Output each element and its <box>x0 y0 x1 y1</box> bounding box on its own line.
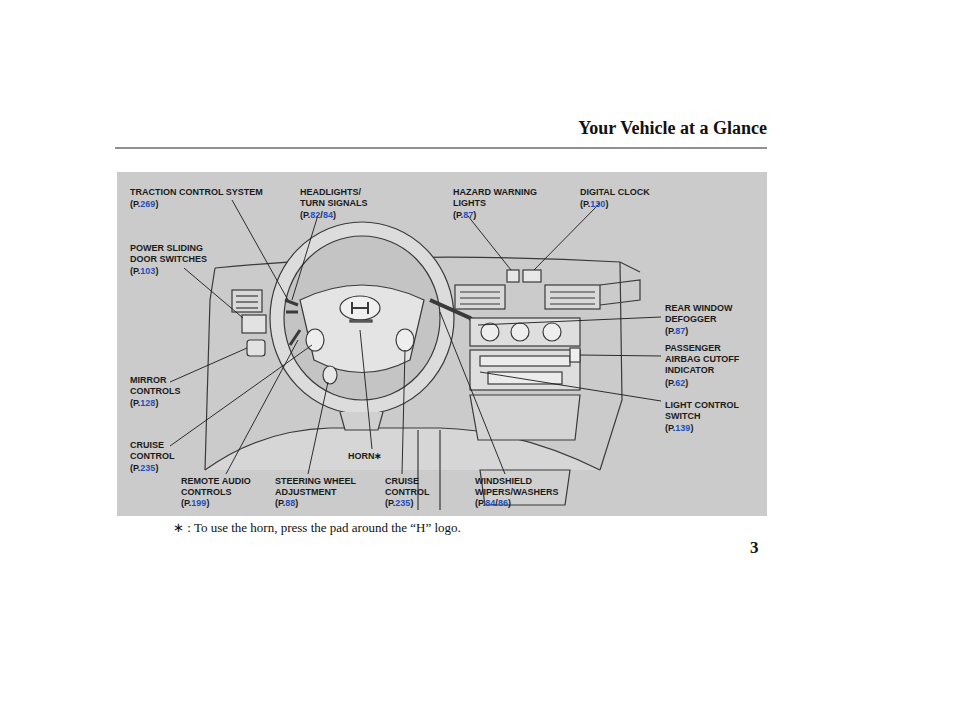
page-reference: (P.62) <box>665 378 688 389</box>
callout-label: TRACTION CONTROL SYSTEM <box>130 187 263 198</box>
callout-label: CRUISE CONTROL <box>385 476 447 498</box>
callout-label: STEERING WHEEL ADJUSTMENT <box>275 476 371 498</box>
callout-label: CRUISE CONTROL <box>130 440 192 462</box>
callout-label: MIRROR CONTROLS <box>130 375 192 397</box>
callout-label: REAR WINDOW DEFOGGER <box>665 303 747 325</box>
page-reference: (P.84/86) <box>475 498 511 509</box>
page-number: 3 <box>750 538 759 558</box>
footnote: ∗ : To use the horn, press the pad aroun… <box>173 520 461 536</box>
dashboard-drawing <box>205 222 640 510</box>
header-rule <box>115 148 767 149</box>
panel-ground <box>117 172 767 516</box>
page-reference: (P.199) <box>181 498 209 509</box>
callout-label: HORN∗ <box>348 451 383 462</box>
page-reference: (P.235) <box>130 463 158 474</box>
page-reference: (P.130) <box>580 199 608 210</box>
page-header: Your Vehicle at a Glance <box>578 118 767 139</box>
page-reference: (P.87) <box>453 210 476 221</box>
page-reference: (P.82/84) <box>300 210 336 221</box>
callout-label: DIGITAL CLOCK <box>580 187 650 198</box>
page-reference: (P.87) <box>665 326 688 337</box>
callout-label: PASSENGER AIRBAG CUTOFF INDICATOR <box>665 343 755 376</box>
callout-label: HAZARD WARNING LIGHTS <box>453 187 549 209</box>
page-reference: (P.88) <box>275 498 298 509</box>
page-reference: (P.235) <box>385 498 413 509</box>
callout-label: REMOTE AUDIO CONTROLS <box>181 476 265 498</box>
page-reference: (P.128) <box>130 398 158 409</box>
callout-label: HEADLIGHTS/ TURN SIGNALS <box>300 187 382 209</box>
leader-lines <box>170 200 661 474</box>
callout-label: LIGHT CONTROL SWITCH <box>665 400 755 422</box>
callout-label: POWER SLIDING DOOR SWITCHES <box>130 243 222 265</box>
page-reference: (P.103) <box>130 266 158 277</box>
page-reference: (P.269) <box>130 199 158 210</box>
callout-label: WINDSHIELD WIPERS/WASHERS <box>475 476 573 498</box>
page-reference: (P.139) <box>665 423 693 434</box>
